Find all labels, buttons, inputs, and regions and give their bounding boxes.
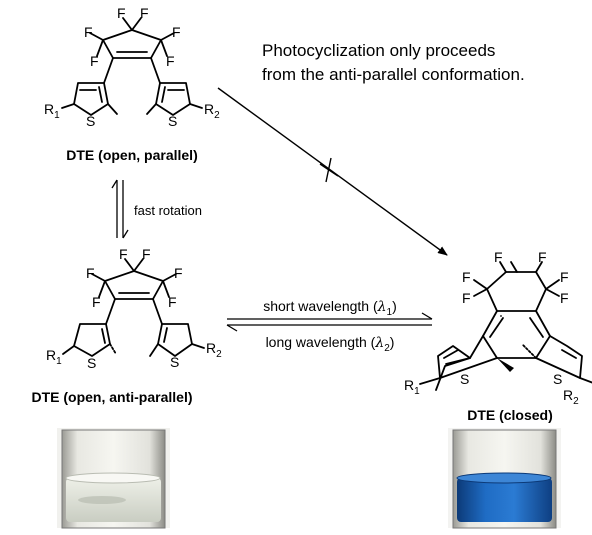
photochemical-equilibrium: short wavelength (λ1) long wavelength (λ… (226, 298, 433, 354)
fluorine-label: F (84, 24, 93, 40)
fluorine-label: F (140, 5, 149, 21)
sulfur-label: S (87, 355, 96, 371)
fluorine-label: F (462, 290, 471, 306)
photo-blue-solution (448, 428, 561, 529)
fluorine-label: F (168, 294, 177, 310)
sulfur-label: S (553, 371, 562, 387)
molecule-open-parallel: F F F F F F S S R1 R2 DTE (open, paralle… (44, 5, 220, 163)
rotation-label: fast rotation (134, 203, 202, 218)
fluorine-label: F (462, 269, 471, 285)
fluorine-label: F (86, 265, 95, 281)
forbidden-cyclization-arrow (217, 87, 448, 256)
note-line-2: from the anti-parallel conformation. (262, 65, 525, 84)
photo-colorless-solution (57, 428, 170, 529)
fluorine-label: F (494, 249, 503, 265)
fluorine-label: F (174, 265, 183, 281)
fluorine-label: F (92, 294, 101, 310)
sulfur-label: S (460, 371, 469, 387)
rotation-equilibrium: fast rotation (111, 179, 202, 239)
caption-closed: DTE (closed) (467, 407, 553, 423)
r1-label: R1 (404, 377, 420, 397)
fluorine-label: F (119, 246, 128, 262)
sulfur-label: S (86, 113, 95, 129)
r1-label: R1 (46, 347, 62, 367)
note-line-1: Photocyclization only proceeds (262, 41, 495, 60)
fluorine-label: F (172, 24, 181, 40)
caption-open-parallel: DTE (open, parallel) (66, 147, 197, 163)
fluorine-label: F (560, 290, 569, 306)
r1-label: R1 (44, 101, 60, 121)
fluorine-label: F (538, 249, 547, 265)
fluorine-label: F (142, 246, 151, 262)
forward-label: short wavelength (λ1) (263, 298, 397, 318)
backward-label: long wavelength (λ2) (266, 334, 395, 354)
fluorine-label: F (166, 53, 175, 69)
sulfur-label: S (168, 113, 177, 129)
fluorine-label: F (90, 53, 99, 69)
fluorine-label: F (117, 5, 126, 21)
molecule-closed: F F F F F F S S R1 R2 DTE (closed) (404, 249, 592, 423)
fluorine-label: F (560, 269, 569, 285)
sulfur-label: S (170, 354, 179, 370)
molecule-open-anti-parallel: F F F F F F S S R1 R2 DTE (open, anti-pa… (31, 246, 222, 405)
caption-open-anti-parallel: DTE (open, anti-parallel) (31, 389, 192, 405)
annotation-note: Photocyclization only proceeds from the … (262, 41, 525, 84)
r2-label: R2 (206, 340, 222, 360)
r2-label: R2 (563, 387, 579, 407)
r2-label: R2 (204, 101, 220, 121)
